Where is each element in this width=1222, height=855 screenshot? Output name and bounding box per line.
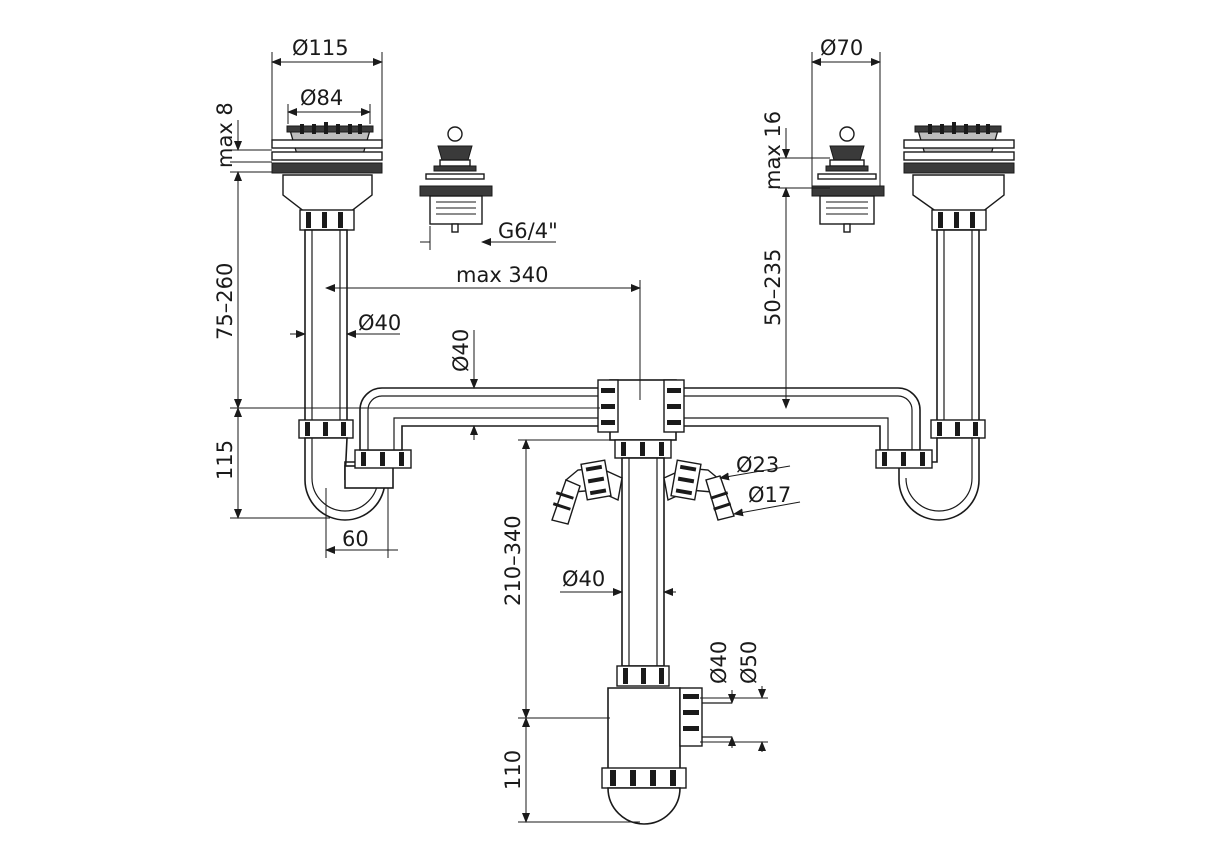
dim-diameter-40-center: Ø40 [562, 567, 605, 591]
dim-max-16: max 16 [761, 111, 785, 190]
dim-diameter-40-outlet: Ø40 [707, 641, 731, 684]
right-strainer-waste [903, 122, 1015, 231]
left-plug-stopper [419, 126, 493, 233]
dim-diameter-84: Ø84 [300, 86, 343, 110]
dim-diameter-40-trap: Ø40 [449, 329, 473, 372]
left-strainer-waste [271, 122, 383, 231]
bottle-trap [601, 665, 732, 825]
right-hose-connector [663, 459, 735, 521]
right-tail-pipe [936, 229, 980, 423]
dim-diameter-17: Ø17 [748, 483, 791, 507]
central-vertical-pipe [621, 457, 665, 667]
dim-diameter-115: Ø115 [292, 36, 349, 60]
left-elbow-pipe [359, 387, 611, 451]
dim-diameter-70: Ø70 [820, 36, 863, 60]
dim-max-8: max 8 [213, 102, 237, 168]
left-flange-plate-2 [271, 151, 383, 161]
dim-range-75-260: 75–260 [213, 263, 237, 340]
dim-range-50-235: 50–235 [761, 249, 785, 326]
left-trap-outlet-pipe [344, 465, 394, 489]
left-hose-connector [551, 459, 623, 525]
bottle-trap-body [607, 687, 681, 773]
dim-thread-g64: G6/4" [498, 219, 558, 243]
dim-range-210-340: 210–340 [501, 515, 525, 606]
right-elbow-pipe [675, 387, 921, 451]
left-waste-body [282, 174, 373, 213]
bottle-trap-outlet-nut [679, 687, 703, 747]
right-plug-stopper [811, 126, 885, 233]
left-flange-plate [271, 139, 383, 149]
dim-115: 115 [213, 440, 237, 480]
dim-110: 110 [501, 750, 525, 790]
left-tail-pipe [304, 229, 348, 423]
left-lock-nut-ribs [306, 212, 343, 228]
right-u-trap [898, 437, 980, 521]
dim-max-340: max 340 [456, 263, 549, 287]
dim-diameter-50-outlet: Ø50 [737, 641, 761, 684]
dim-diameter-23: Ø23 [736, 453, 779, 477]
dim-diameter-40-left: Ø40 [358, 311, 401, 335]
dim-60: 60 [342, 527, 369, 551]
dimension-lines [230, 52, 881, 823]
dimension-labels: Ø115 Ø84 max 8 75–260 Ø40 115 60 G6/4" m… [213, 36, 863, 790]
left-sealing-ring [271, 162, 383, 174]
left-strainer-teeth [300, 122, 362, 134]
bottle-trap-cup [607, 787, 681, 825]
left-strainer-rim [286, 125, 374, 133]
